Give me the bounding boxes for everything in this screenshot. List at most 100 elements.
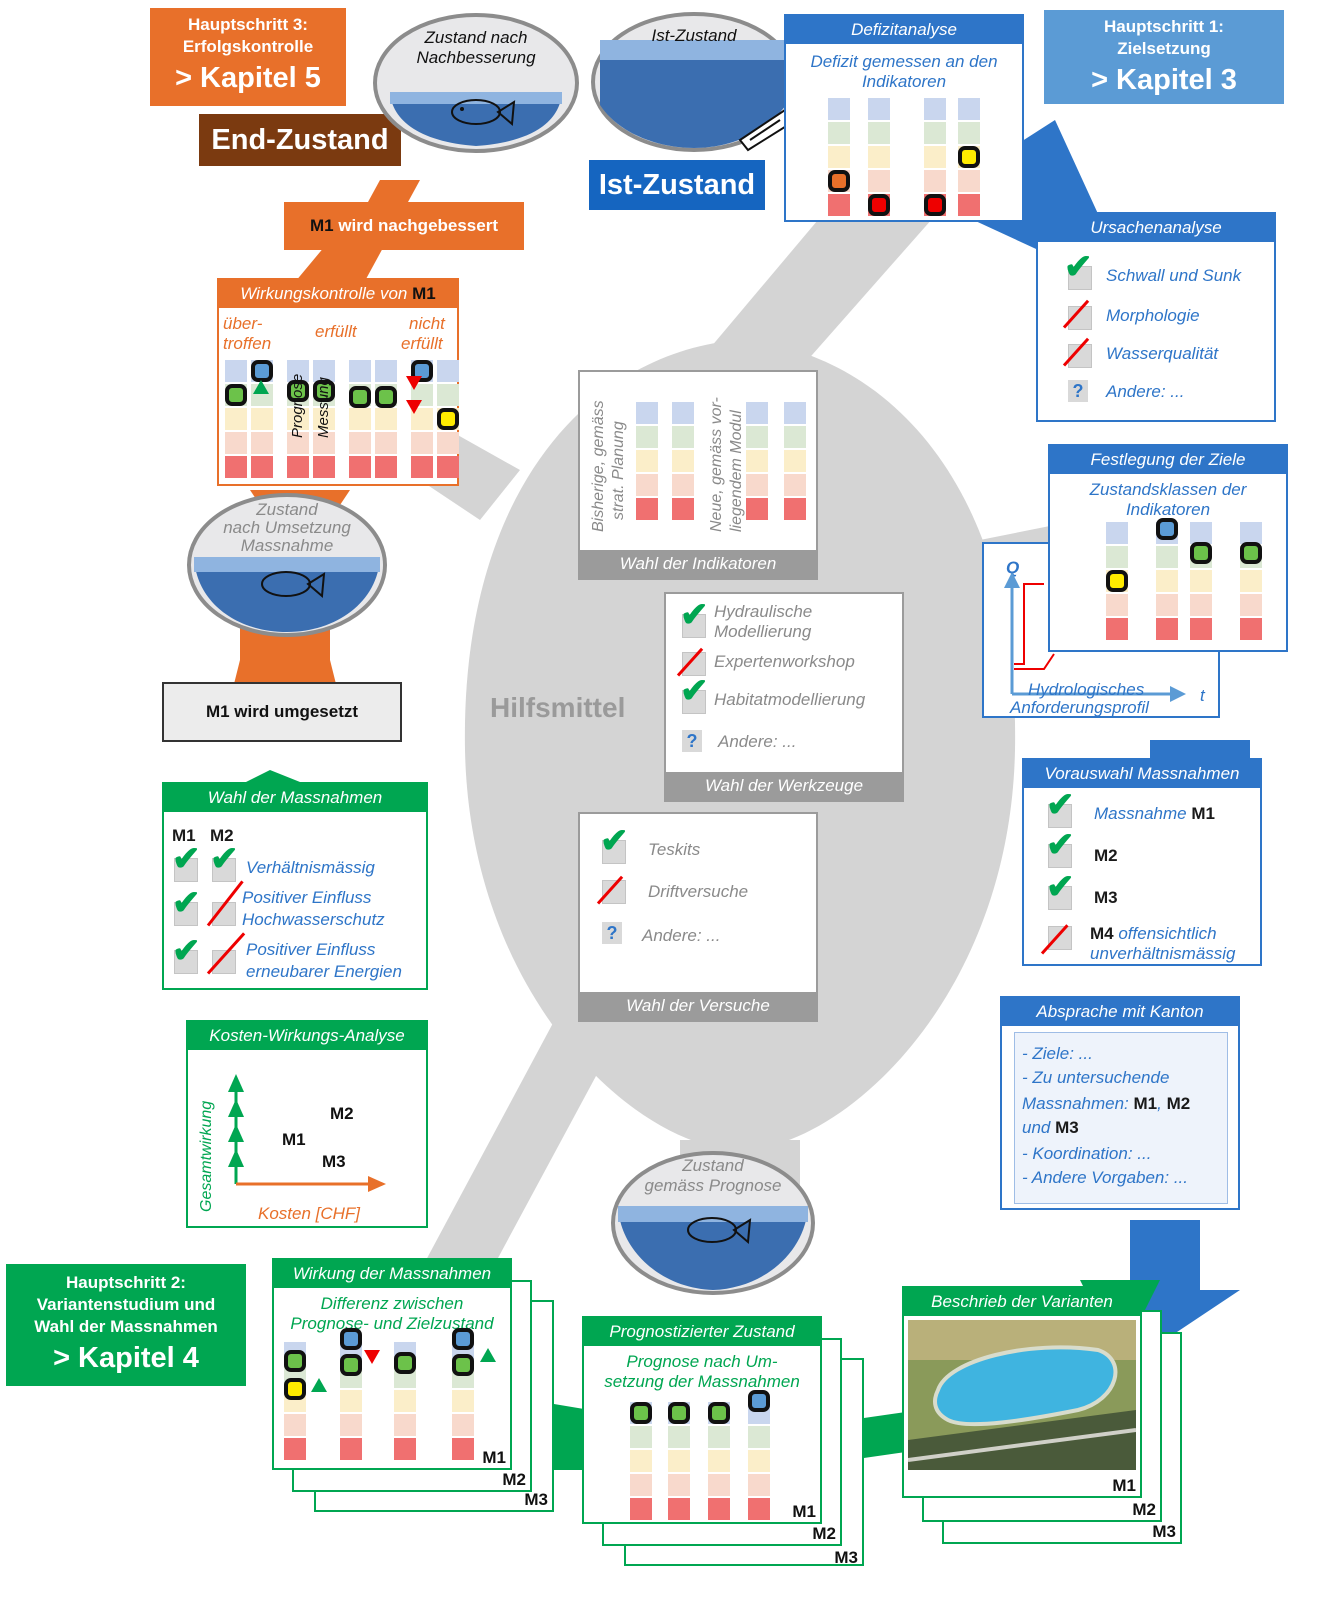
indicator-dot-yellow [1106,570,1128,592]
wahl-werkzeuge-panel: ✔ Hydraulische Modellierung Expertenwork… [664,592,904,802]
indicator-dot-blue [452,1328,474,1350]
checkbox [1048,844,1072,868]
prognose-m1: M1 [792,1502,816,1521]
wahl-m1: M1 [172,826,196,845]
werkzeug-item: Hydraulische [714,602,813,621]
checkbox [1048,804,1072,828]
indicator-dot-orange [828,170,850,192]
m1-nachgebessert-rest: wird nachgebessert [333,216,498,235]
kosten-m2: M2 [330,1104,354,1123]
indicator-dot-yellow [284,1378,306,1400]
ursache-item: Andere: ... [1106,382,1185,401]
beschrieb-m3: M3 [1152,1522,1176,1541]
absprache-l3b: M1 [1133,1094,1158,1113]
wahl-item: erneubarer Energien [246,962,402,981]
kosten-m3: M3 [322,1152,346,1171]
werkzeug-item: Andere: ... [718,732,797,751]
hauptschritt-2-line1: Hauptschritt 2: [66,1273,186,1292]
ellipse-prognose-line1: Zustand [682,1156,744,1175]
nicht-2: erfüllt [401,334,443,353]
ursache-item: Schwall und Sunk [1106,266,1242,285]
ellipse-ist-label: Ist-Zustand [651,26,737,45]
ellipse-umsetzung-line3: Massnahme [240,536,334,555]
kosten-title: Kosten-Wirkungs-Analyse [188,1022,426,1050]
beschrieb-m1-card: Beschrieb der Varianten M1 [902,1286,1142,1498]
check-icon: ✔ [1046,786,1075,824]
m1-nachgebessert-label: M1 wird nachgebessert [284,202,524,250]
check-icon: ✔ [172,884,201,922]
festlegung-ziele-panel: Festlegung der Ziele Zustandsklassen der… [1048,444,1288,652]
indikatoren-left1: Bisherige, gemäss [590,400,607,532]
ellipse-umsetzung-line1: Zustand [256,500,318,519]
prognose-m3: M3 [834,1548,858,1567]
indicator-dot-green [394,1352,416,1374]
prognose-label: Prognose [289,373,306,438]
prognose-m1-card: Prognostizierter Zustand Prognose nach U… [582,1316,822,1524]
defizitanalyse-sub2: Indikatoren [861,72,947,91]
festlegung-title: Festlegung der Ziele [1050,446,1286,474]
werkzeug-item: Modellierung [714,622,812,641]
ursachenanalyse-panel: Ursachenanalyse ✔ Schwall und Sunk Morph… [1036,212,1276,422]
vorauswahl-m1-row: Massnahme M1 [1094,804,1215,824]
axis-q: Q [1006,558,1020,577]
checkbox [174,950,198,974]
indicator-dot-yellow [958,146,980,168]
hilfsmittel-label: Hilfsmittel [490,692,626,723]
vorauswahl-m4-row: M4 offensichtlich [1090,924,1217,944]
wahl-indikatoren-panel: Bisherige, gemäss strat. Planung Neue, g… [578,370,818,580]
hauptschritt-3-line1: Hauptschritt 3: [188,15,308,34]
absprache-l5: - Koordination: ... [1022,1144,1152,1163]
defizitanalyse-title: Defizitanalyse [786,16,1022,44]
wahl-werkzeuge-footer: Wahl der Werkzeuge [666,772,902,800]
indicator-dot-green [313,380,335,402]
indicator-dot-green [1190,542,1212,564]
wirkung-title: Wirkung der Massnahmen [274,1260,510,1288]
vorauswahl-m4-txt2: unverhältnismässig [1090,944,1236,963]
hydrograph [1004,572,1186,702]
ursache-item: Wasserqualität [1106,344,1219,363]
indicator-dot-green [375,386,397,408]
checkbox [1048,886,1072,910]
indicator-dot-green [1240,542,1262,564]
ellipse-nach-line1: Zustand nach [424,28,528,47]
axis-t: t [1200,686,1205,705]
indicator-dot-blue [1156,518,1178,540]
check-icon: ✔ [680,596,709,634]
indicator-dot-blue [411,360,433,382]
ursachenanalyse-title: Ursachenanalyse [1038,214,1274,242]
ellipse-zustand-gemaess-prognose: Zustand gemäss Prognose [610,1150,816,1296]
wirkung-m1-card: Wirkung der Massnahmen Differenz zwische… [272,1258,512,1470]
wahl-item: Positiver Einfluss [246,940,376,959]
defizitanalyse-sub1: Defizit gemessen an den [810,52,998,71]
absprache-title: Absprache mit Kanton [1002,998,1238,1026]
wirkung-m2: M2 [502,1470,526,1489]
checkbox [1068,266,1092,290]
prognose-sub2: setzung der Massnahmen [604,1372,800,1391]
question-icon: ? [1068,380,1088,402]
absprache-l4a: und [1022,1118,1056,1137]
uebertroffen-2: troffen [223,334,272,353]
vorauswahl-m4: M4 [1090,924,1114,943]
indicator-dot-green [284,1350,306,1372]
hauptschritt-1-line2: Zielsetzung [1117,39,1211,58]
indikatoren-right1: Neue, gemäss vor- [708,397,725,532]
absprache-l3d: M2 [1166,1094,1191,1113]
kosten-wirkungs-panel: Kosten-Wirkungs-Analyse Gesamtwirkung M1… [186,1020,428,1228]
beschrieb-m1: M1 [1112,1476,1136,1495]
kosten-m1: M1 [282,1130,306,1149]
vorauswahl-m4-txt1: offensichtlich [1113,924,1217,943]
hauptschritt-2-kapitel: > Kapitel 4 [53,1342,199,1374]
festlegung-sub2: Indikatoren [1125,500,1211,519]
lake-illustration [611,1151,815,1295]
wirkungskontrolle-title-pre: Wirkungskontrolle von [240,284,413,303]
wirkungskontrolle-title-m: M1 [412,284,436,303]
vorauswahl-m3: M3 [1094,888,1118,907]
ellipse-ist-zustand: Ist-Zustand [590,10,798,160]
wirkungskontrolle-title: Wirkungskontrolle von M1 [219,280,457,308]
m1-umgesetzt-box: M1 wird umgesetzt [162,682,402,742]
wahl-massnahmen-panel: Wahl der Massnahmen M1 M2 ✔ ✔ Verhältnis… [162,782,428,990]
check-icon: ✔ [1046,826,1075,864]
check-icon: ✔ [1064,248,1093,286]
ellipse-prognose-line2: gemäss Prognose [644,1176,782,1195]
indicator-dot-red [924,194,946,216]
